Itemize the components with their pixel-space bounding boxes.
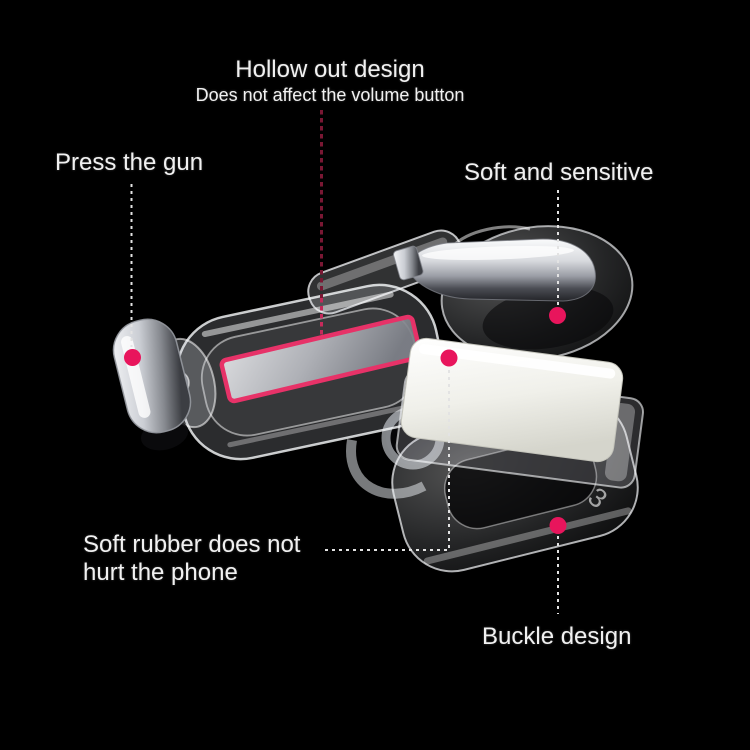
callout-label-press-gun: Press the gun <box>55 149 204 176</box>
callout-lines <box>130 110 559 614</box>
callout-label-soft-rubber-line2: hurt the phone <box>83 559 238 586</box>
callout-dot-soft-sensitive <box>549 307 566 324</box>
trigger-button-metal <box>112 318 192 451</box>
callout-label-soft-rubber: Soft rubber does not hurt the phone <box>83 531 300 587</box>
callout-title-hollow-out: Hollow out design <box>235 56 425 83</box>
callout-dot-buckle <box>549 517 567 534</box>
clip-lever-metal <box>406 238 596 302</box>
callout-label-soft-rubber-line1: Soft rubber does not <box>83 531 301 558</box>
callout-label-buckle: Buckle design <box>482 623 632 650</box>
hinge <box>393 245 424 281</box>
callout-label-soft-sensitive: Soft and sensitive <box>464 159 654 186</box>
callout-dots <box>124 307 567 534</box>
rubber-pad <box>400 337 624 463</box>
callout-subtitle-hollow-out: Does not affect the volume button <box>195 85 465 105</box>
under-body-claw <box>346 439 427 499</box>
callout-dot-soft-rubber <box>440 349 458 367</box>
lever-highlight <box>422 245 574 261</box>
callout-dot-press-gun <box>124 349 141 366</box>
hollow-slot-highlight <box>219 314 423 404</box>
